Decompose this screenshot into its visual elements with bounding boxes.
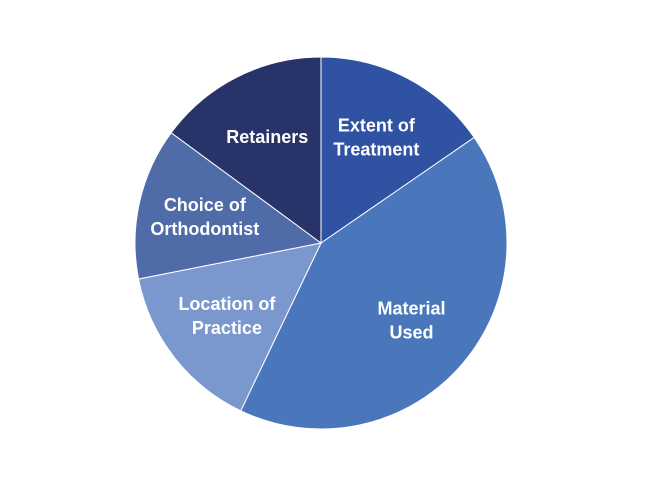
pie-label-extent-of-treatment: Extent of Treatment bbox=[333, 116, 419, 160]
pie-label-line: Used bbox=[390, 322, 434, 342]
pie-label-line: Material bbox=[378, 298, 446, 318]
pie-slice-retainers bbox=[170, 56, 322, 244]
pie-slice-location-of-practice bbox=[137, 242, 322, 412]
pie-label-line: Practice bbox=[192, 318, 262, 338]
pie-label-line: Orthodontist bbox=[150, 219, 259, 239]
pie-label-line: Retainers bbox=[226, 127, 308, 147]
pie-label-retainers: Retainers bbox=[226, 127, 308, 147]
pie-slices bbox=[134, 56, 508, 430]
pie-label-choice-of-orthodontist: Choice of Orthodontist bbox=[150, 195, 259, 239]
pie-slice-extent-of-treatment bbox=[320, 56, 475, 244]
pie-slice-material-used bbox=[240, 136, 508, 430]
pie-label-location-of-practice: Location of Practice bbox=[178, 294, 276, 338]
pie-label-line: Extent of bbox=[338, 116, 416, 136]
pie-label-line: Choice of bbox=[164, 195, 247, 215]
pie-slice-choice-of-orthodontist bbox=[134, 132, 323, 280]
pie-label-line: Treatment bbox=[333, 140, 419, 160]
pie-label-line: Location of bbox=[178, 294, 276, 314]
